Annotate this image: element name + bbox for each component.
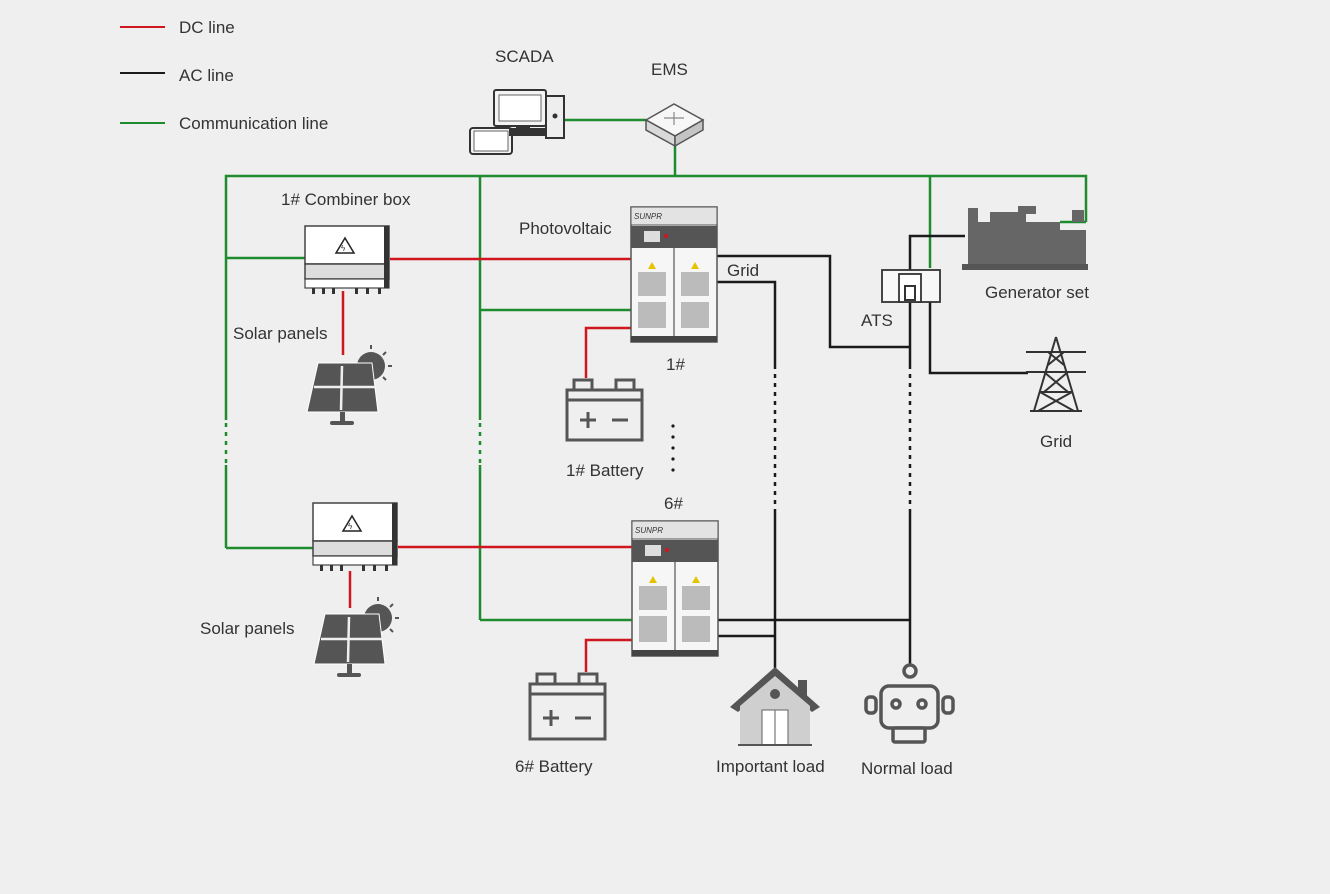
solar-panel-icon bbox=[306, 345, 392, 425]
legend-dc-label: DC line bbox=[179, 18, 235, 37]
battery-icon bbox=[528, 672, 607, 741]
pcs-cabinet-icon: SUNPR bbox=[631, 520, 719, 657]
brand-label: SUNPR bbox=[635, 526, 663, 535]
solar-panels-label-top: Solar panels bbox=[233, 324, 328, 343]
computer-icon bbox=[469, 89, 565, 155]
generator-label: Generator set bbox=[985, 283, 1089, 302]
brand-label: SUNPR bbox=[634, 212, 662, 221]
ac-dashed-lines bbox=[773, 365, 912, 513]
ats-label: ATS bbox=[861, 311, 893, 330]
legend: DC line AC line Communication line bbox=[120, 18, 328, 133]
ems-label: EMS bbox=[651, 60, 688, 79]
router-icon bbox=[644, 103, 705, 148]
ac-lines bbox=[717, 234, 1028, 668]
grid-line-label: Grid bbox=[727, 261, 759, 280]
dc-lines bbox=[341, 257, 632, 672]
scada-label: SCADA bbox=[495, 47, 554, 66]
important-load-label: Important load bbox=[716, 757, 825, 776]
legend-ac-label: AC line bbox=[179, 66, 234, 85]
generator-icon bbox=[962, 206, 1088, 270]
battery-1-label: 1# Battery bbox=[566, 461, 644, 480]
photovoltaic-label: Photovoltaic bbox=[519, 219, 612, 238]
combiner-box-icon: ϟ bbox=[312, 502, 398, 571]
pylon-icon bbox=[1026, 336, 1086, 412]
svg-text:ϟ: ϟ bbox=[348, 522, 353, 531]
legend-comm-label: Communication line bbox=[179, 114, 328, 133]
solar-panel-icon bbox=[313, 597, 399, 677]
robot-load-icon bbox=[864, 663, 955, 744]
pcs-1-label: 1# bbox=[666, 355, 685, 374]
communication-lines bbox=[224, 118, 1088, 622]
svg-text:ϟ: ϟ bbox=[341, 244, 346, 253]
normal-load-label: Normal load bbox=[861, 759, 953, 778]
pcs-cabinet-icon: SUNPR bbox=[630, 206, 718, 343]
combiner-box-icon: ϟ bbox=[304, 225, 390, 294]
pcs-6-label: 6# bbox=[664, 494, 683, 513]
combiner-box-label: 1# Combiner box bbox=[281, 190, 411, 209]
comm-dashed-lines bbox=[224, 423, 482, 465]
ats-switch-icon bbox=[881, 269, 941, 303]
house-icon bbox=[730, 667, 820, 746]
ellipsis-dots bbox=[671, 424, 675, 472]
battery-6-label: 6# Battery bbox=[515, 757, 593, 776]
solar-panels-label-bottom: Solar panels bbox=[200, 619, 295, 638]
grid-label: Grid bbox=[1040, 432, 1072, 451]
battery-icon bbox=[565, 378, 644, 442]
